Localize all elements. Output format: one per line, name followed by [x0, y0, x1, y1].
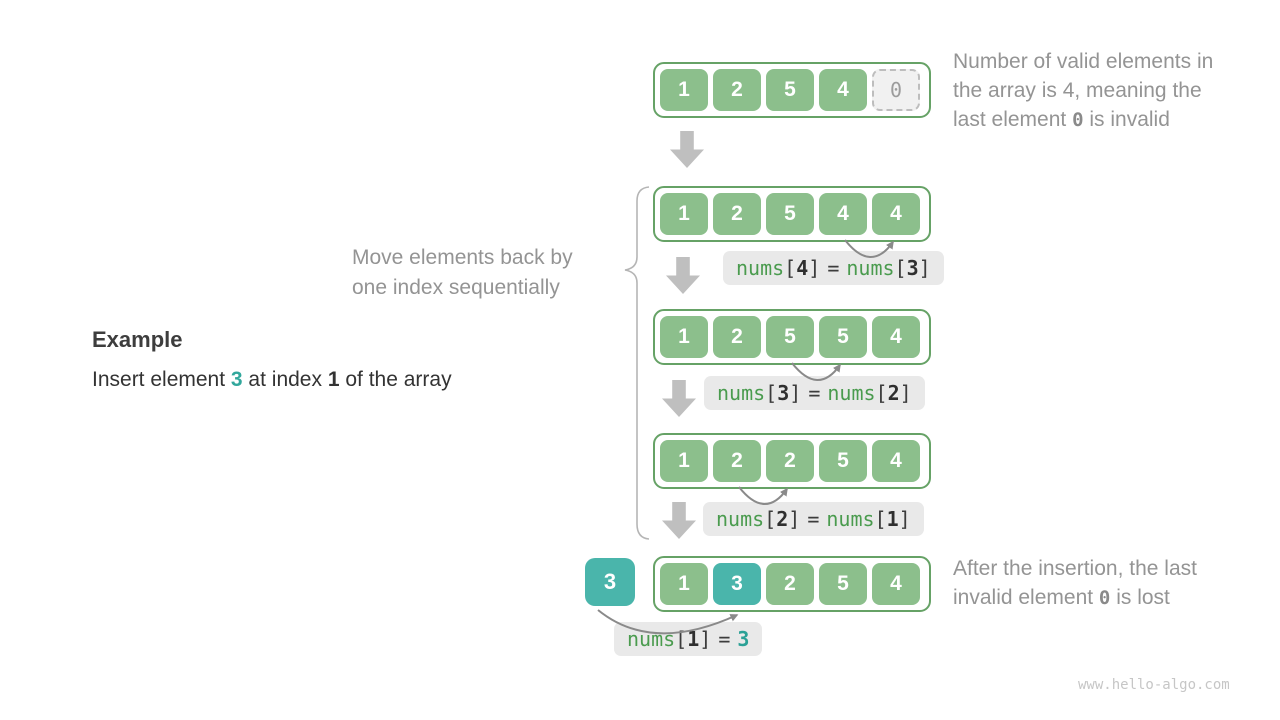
example-text-2: at index — [242, 368, 328, 391]
array-cell: 1 — [660, 193, 708, 235]
array-cell: 1 — [660, 316, 708, 358]
inserted-value-cell: 3 — [585, 558, 635, 606]
array-cell: 5 — [819, 316, 867, 358]
array-cell: 4 — [819, 69, 867, 111]
array-cell: 2 — [713, 193, 761, 235]
move-note-line2: one index sequentially — [352, 276, 560, 299]
example-text-1: Insert element — [92, 368, 231, 391]
annotation-top-line1: Number of valid elements in — [953, 50, 1214, 73]
code-label-nums2: nums[2]=nums[1] — [703, 502, 924, 536]
watermark: www.hello-algo.com — [1078, 677, 1230, 693]
annotation-after-insertion: After the insertion, the last invalid el… — [953, 554, 1197, 613]
down-arrow-icon — [662, 380, 696, 417]
insert-index-text: 1 — [327, 368, 340, 391]
brace-icon — [624, 186, 650, 540]
array-cell: 2 — [713, 69, 761, 111]
array-stage-3: 1 2 5 5 4 — [653, 309, 931, 365]
array-cell: 2 — [766, 563, 814, 605]
array-cell: 5 — [766, 193, 814, 235]
array-cell-inserted: 3 — [713, 563, 761, 605]
array-stage-2: 1 2 5 4 4 — [653, 186, 931, 242]
down-arrow-icon — [666, 257, 700, 294]
array-cell: 1 — [660, 69, 708, 111]
array-cell: 5 — [766, 316, 814, 358]
array-cell: 1 — [660, 440, 708, 482]
annotation-bottom-line1: After the insertion, the last — [953, 557, 1197, 580]
array-cell: 4 — [872, 440, 920, 482]
code-label-nums3: nums[3]=nums[2] — [704, 376, 925, 410]
array-cell: 4 — [819, 193, 867, 235]
array-stage-5: 1 3 2 5 4 — [653, 556, 931, 612]
move-note: Move elements back by one index sequenti… — [352, 243, 573, 303]
move-note-line1: Move elements back by — [352, 246, 573, 269]
inserted-value-text: 3 — [230, 368, 243, 391]
array-cell: 2 — [713, 316, 761, 358]
array-cell: 5 — [766, 69, 814, 111]
array-stage-4: 1 2 2 5 4 — [653, 433, 931, 489]
annotation-bottom-line2: invalid element 0 is lost — [953, 586, 1170, 609]
array-cell: 5 — [819, 563, 867, 605]
code-label-nums1: nums[1]=3 — [614, 622, 763, 656]
down-arrow-icon — [670, 131, 704, 168]
down-arrow-icon — [662, 502, 696, 539]
annotation-top-line2: the array is 4, meaning the — [953, 79, 1202, 102]
array-cell: 1 — [660, 563, 708, 605]
annotation-valid-elements: Number of valid elements in the array is… — [953, 47, 1213, 135]
array-cell: 4 — [872, 193, 920, 235]
example-heading: Example — [92, 327, 183, 352]
array-cell: 2 — [766, 440, 814, 482]
invalid-zero-glyph: 0 — [1072, 109, 1084, 131]
array-cell-invalid: 0 — [872, 69, 920, 111]
annotation-top-line3: last element 0 is invalid — [953, 108, 1170, 131]
array-cell: 4 — [872, 316, 920, 358]
code-label-nums4: nums[4]=nums[3] — [723, 251, 944, 285]
array-cell: 4 — [872, 563, 920, 605]
example-description: Insert element 3 at index 1 of the array — [92, 368, 452, 392]
example-text-3: of the array — [339, 368, 452, 391]
lost-zero-glyph: 0 — [1098, 587, 1111, 609]
array-cell: 5 — [819, 440, 867, 482]
array-cell: 2 — [713, 440, 761, 482]
array-stage-1: 1 2 5 4 0 — [653, 62, 931, 118]
